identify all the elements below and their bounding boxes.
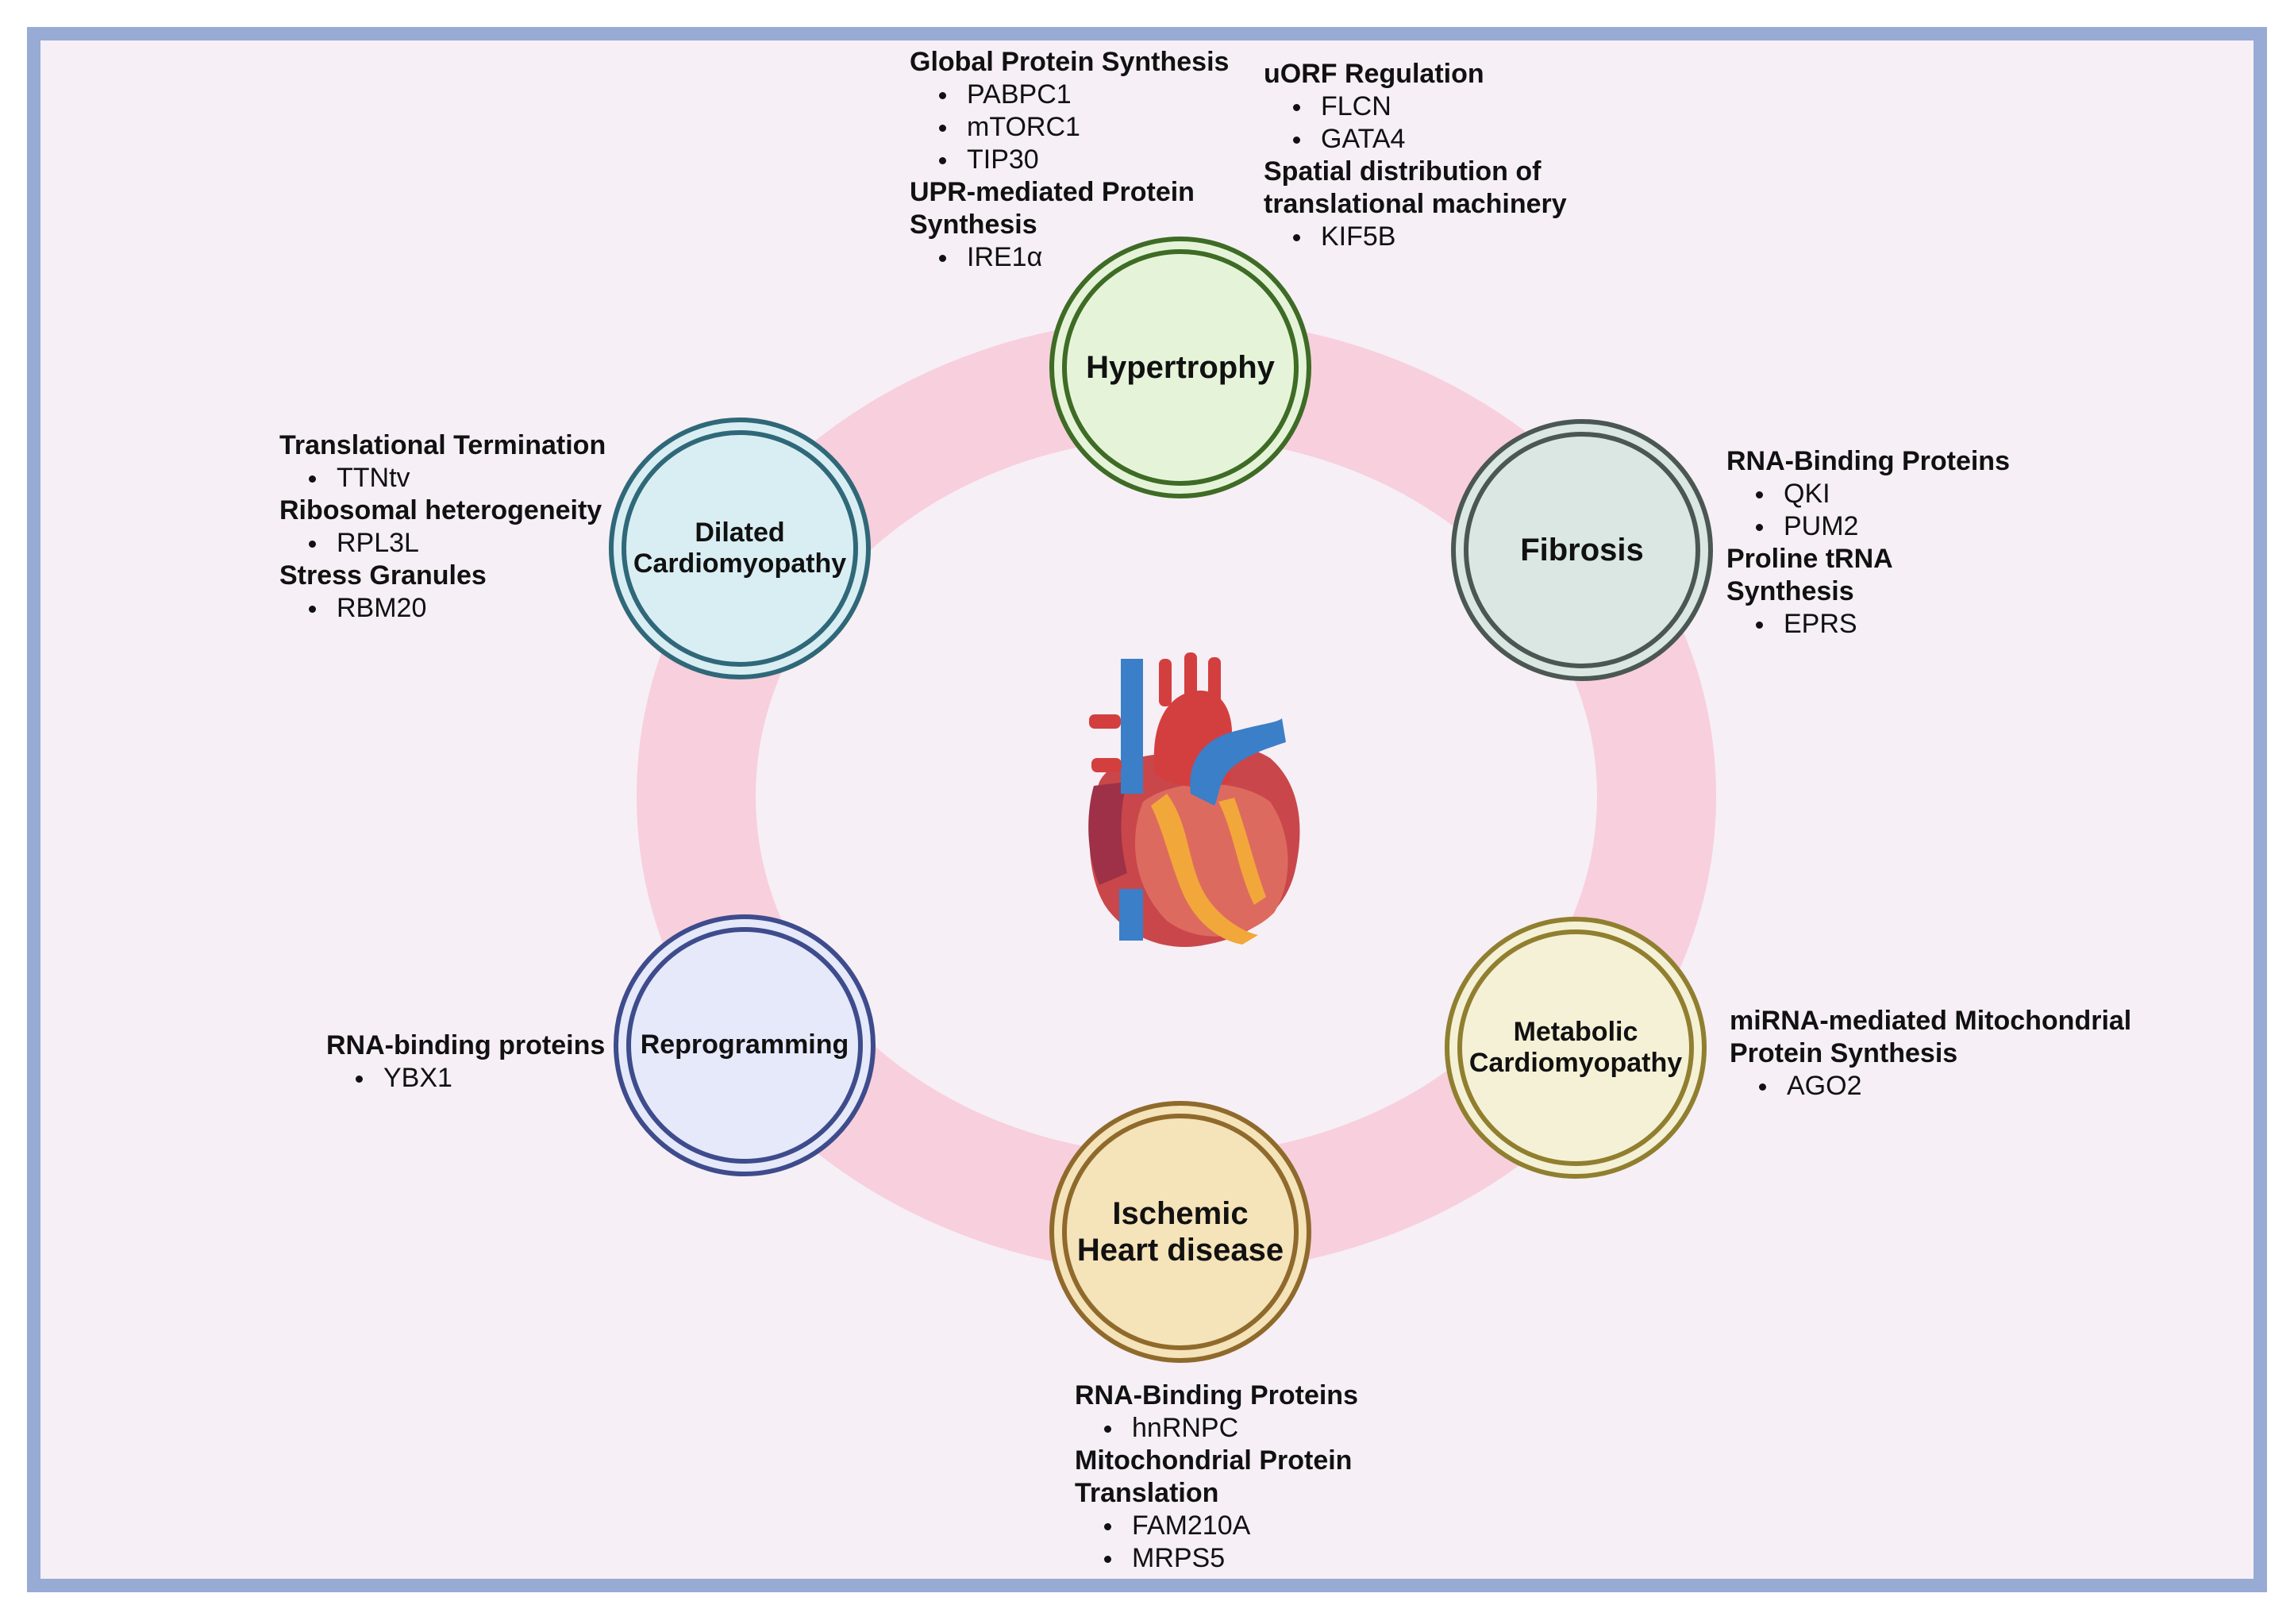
annotation-item: EPRS — [1756, 608, 2010, 641]
annotation-item: mTORC1 — [938, 111, 1229, 144]
node-ischemic-outer-ring — [1049, 1101, 1311, 1363]
node-dcm-outer-ring — [609, 418, 871, 679]
node-metabolic-inner-ring — [1457, 929, 1694, 1166]
node-metabolic-outer-ring — [1445, 917, 1707, 1179]
node-ischemic-inner-ring — [1062, 1114, 1299, 1350]
annotation-item: MRPS5 — [1104, 1542, 1358, 1575]
node-reprogramming-outer-ring — [614, 914, 876, 1176]
annotation-list: IRE1α — [910, 241, 1229, 274]
annotation-heading: miRNA-mediated Mitochondrial Protein Syn… — [1730, 1006, 2132, 1068]
annotation-list: hnRNPC — [1075, 1412, 1358, 1445]
annotation-item: PUM2 — [1756, 510, 2010, 543]
annotation-list: KIF5B — [1264, 221, 1567, 253]
annotation-heading: Ribosomal heterogeneity — [279, 495, 602, 525]
annotation-heading: RNA-Binding Proteins — [1726, 446, 2010, 476]
annotation-item: RPL3L — [308, 527, 606, 560]
node-reprogramming-label: Reprogramming — [640, 1029, 849, 1060]
annotation-item: QKI — [1756, 478, 2010, 510]
annotation-heading: Global Protein Synthesis — [910, 47, 1230, 77]
annotation-heading: Mitochondrial Protein Translation — [1075, 1445, 1353, 1508]
annotation-item: YBX1 — [355, 1062, 605, 1095]
annotation-item: PABPC1 — [938, 79, 1229, 111]
annotation-item: TIP30 — [938, 144, 1229, 176]
annotation-item: hnRNPC — [1104, 1412, 1358, 1445]
annotation-heading: RNA-binding proteins — [326, 1030, 606, 1060]
node-hypertrophy-label: Hypertrophy — [1086, 350, 1275, 385]
node-hypertrophy-outer-ring — [1049, 237, 1311, 498]
annotation-item: IRE1α — [938, 241, 1229, 274]
annotation-list: RPL3L — [279, 527, 606, 560]
annotation-list: YBX1 — [326, 1062, 605, 1095]
annotation-heading: UPR-mediated Protein Synthesis — [910, 177, 1195, 240]
node-ischemic-label: Ischemic Heart disease — [1076, 1196, 1284, 1268]
annotation-item: TTNtv — [308, 462, 606, 495]
node-dcm-label: Dilated Cardiomyopathy — [633, 517, 847, 579]
node-dcm-inner-ring — [622, 430, 858, 667]
annotation-item: KIF5B — [1293, 221, 1567, 253]
annotation-item: FLCN — [1293, 90, 1567, 123]
annotation-item: RBM20 — [308, 592, 606, 625]
annotation-item: GATA4 — [1293, 123, 1567, 156]
annotation-heading: Stress Granules — [279, 560, 487, 591]
heart-icon — [1088, 652, 1300, 947]
annotation-list: EPRS — [1726, 608, 2010, 641]
annotation-heading: RNA-Binding Proteins — [1075, 1380, 1358, 1410]
node-fibrosis-outer-ring — [1451, 419, 1713, 681]
annotation-metabolic: miRNA-mediated Mitochondrial Protein Syn… — [1730, 1005, 2131, 1103]
annotation-item: AGO2 — [1758, 1070, 2131, 1103]
node-fibrosis-label: Fibrosis — [1520, 533, 1644, 568]
annotation-item: FAM210A — [1104, 1510, 1358, 1542]
node-fibrosis-inner-ring — [1464, 432, 1700, 668]
annotation-heading: Translational Termination — [279, 430, 606, 460]
node-hypertrophy-inner-ring — [1062, 249, 1299, 486]
node-reprogramming-inner-ring — [626, 927, 863, 1164]
annotation-heading: Proline tRNA Synthesis — [1726, 544, 1893, 606]
annotation-list: TTNtv — [279, 462, 606, 495]
annotation-heading: Spatial distribution of translational ma… — [1264, 156, 1567, 219]
annotation-heading: uORF Regulation — [1264, 59, 1484, 89]
annotation-list: AGO2 — [1730, 1070, 2131, 1103]
annotation-list: RBM20 — [279, 592, 606, 625]
node-metabolic-label: Metabolic Cardiomyopathy — [1468, 1016, 1683, 1078]
